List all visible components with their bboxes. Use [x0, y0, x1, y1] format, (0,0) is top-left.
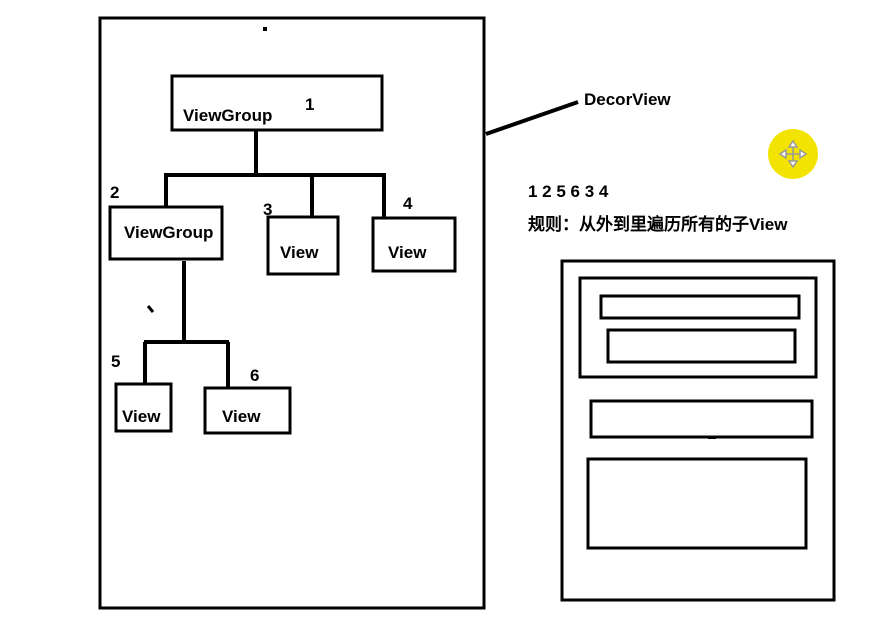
move-cursor-icon — [768, 129, 818, 179]
traversal-order: 1 2 5 6 3 4 — [528, 182, 609, 201]
node6-number: 6 — [250, 366, 259, 385]
sketch-cursor-mark — [708, 436, 716, 439]
node4-view-label: View — [388, 243, 427, 262]
root-viewgroup-box — [170, 74, 384, 132]
stray-mark — [146, 305, 155, 313]
node2-viewgroup-box — [108, 205, 224, 261]
node2-viewgroup-label: ViewGroup — [124, 223, 213, 242]
node3-number: 3 — [263, 200, 272, 219]
node5-view-label: View — [122, 407, 161, 426]
node6-view-box — [203, 386, 292, 435]
node2-number: 2 — [110, 183, 119, 202]
decor-connector — [485, 100, 579, 136]
node5-view-box — [114, 382, 173, 433]
sketch-bar-2 — [606, 328, 797, 364]
decor-view-label: DecorView — [584, 90, 671, 109]
sketch-large-box — [586, 457, 808, 550]
node4-number: 4 — [403, 194, 413, 213]
node3-view-label: View — [280, 243, 319, 262]
node6-view-label: View — [222, 407, 261, 426]
sketch-bar-3 — [589, 399, 814, 439]
root-viewgroup-number: 1 — [305, 95, 314, 114]
node5-number: 5 — [111, 352, 120, 371]
traversal-rule: 规则：从外到里遍历所有的子View — [528, 214, 788, 234]
node4-view-box — [371, 216, 457, 273]
root-viewgroup-label: ViewGroup — [183, 106, 272, 125]
sketch-bar-1 — [599, 294, 801, 320]
small-dot — [263, 27, 267, 31]
node3-view-box — [266, 215, 340, 276]
